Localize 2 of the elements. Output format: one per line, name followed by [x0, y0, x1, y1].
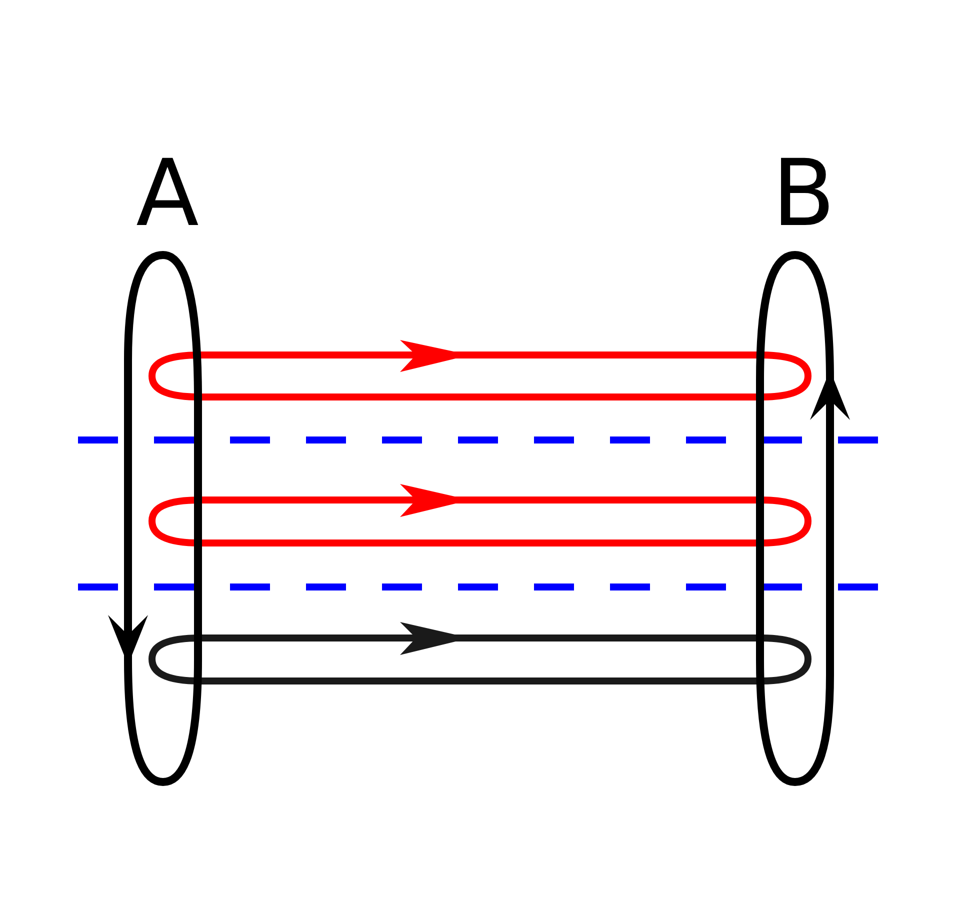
loop-label: B [772, 148, 836, 240]
loop-label: A [136, 148, 199, 240]
